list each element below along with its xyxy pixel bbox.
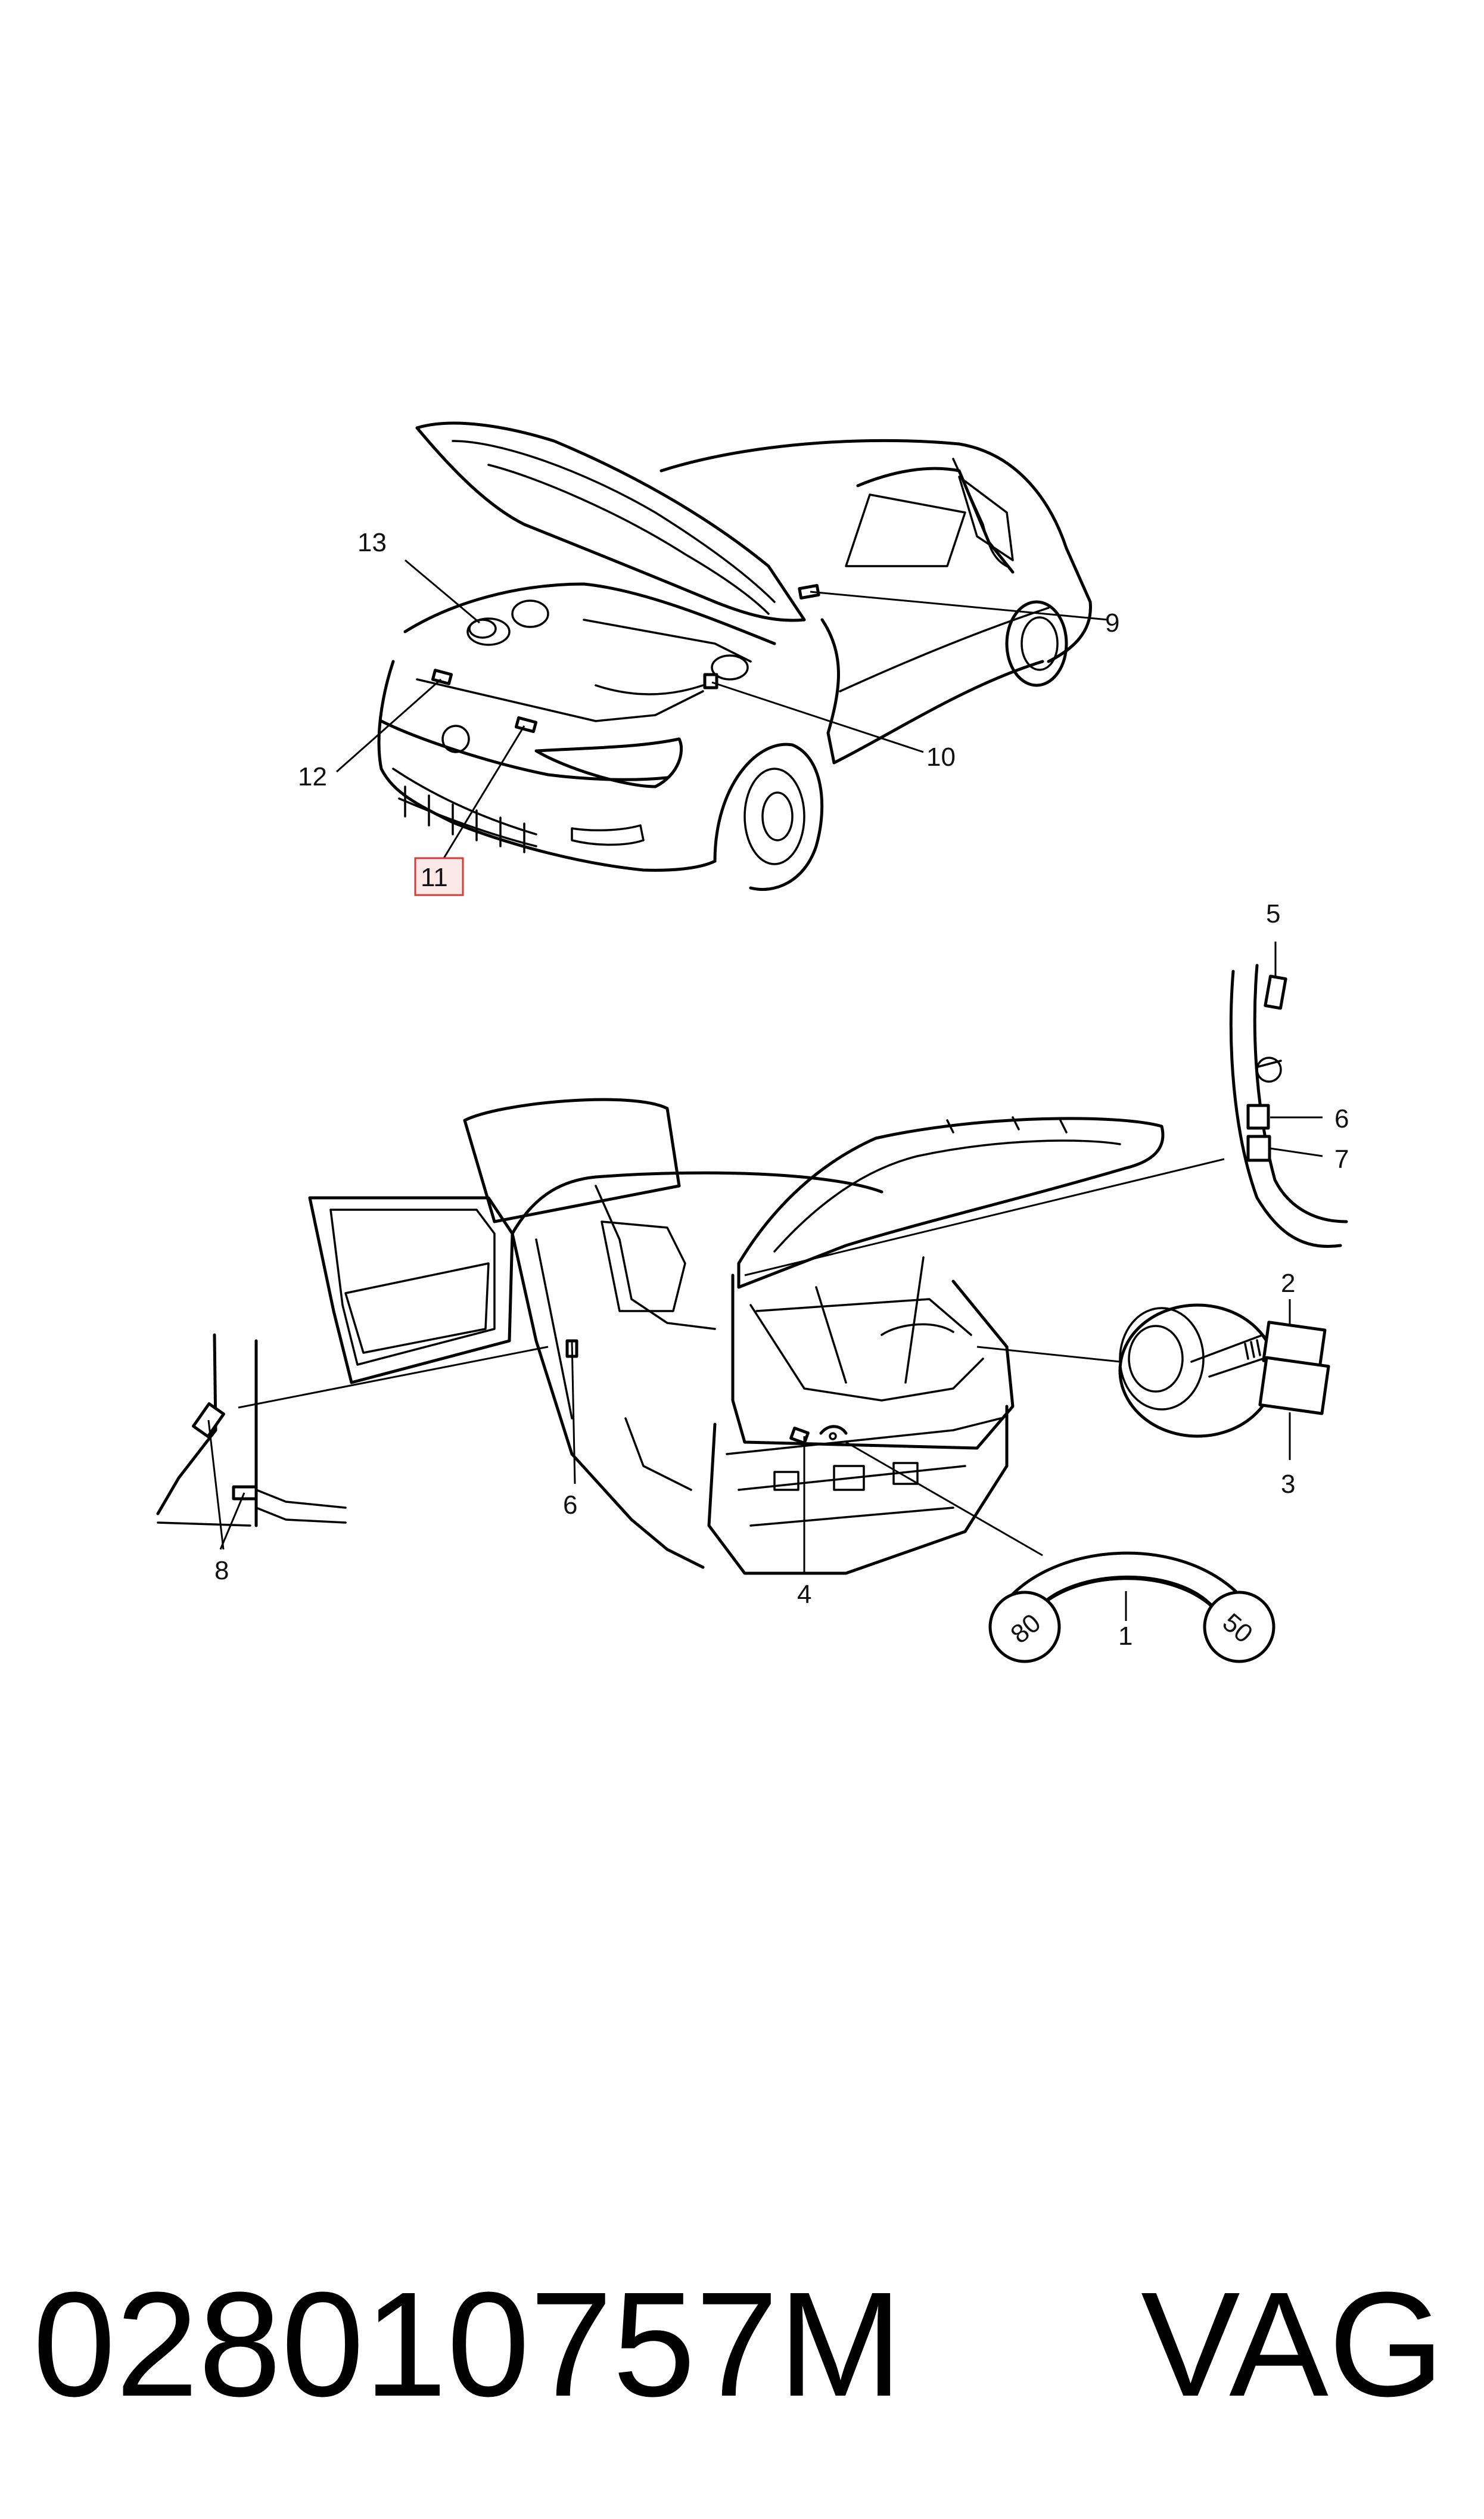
callout-11: 11	[421, 863, 448, 892]
callout-10: 10	[926, 743, 956, 772]
fuel-flap-detail	[1118, 1303, 1330, 1438]
callout-6-body: 6	[563, 1490, 577, 1520]
callout-7: 7	[1334, 1145, 1349, 1174]
c-pillar-detail	[1229, 964, 1348, 1248]
front-car-illustration	[377, 421, 1092, 891]
part-number: 028010757M	[33, 2261, 903, 2427]
bottom-leader-lines	[207, 942, 1323, 1621]
brand-label: VAG	[1141, 2261, 1444, 2427]
callout-5: 5	[1266, 899, 1280, 928]
callout-8: 8	[214, 1556, 229, 1585]
callout-2: 2	[1281, 1269, 1295, 1298]
callout-6-pillar: 6	[1334, 1104, 1349, 1133]
callout-4: 4	[797, 1580, 811, 1609]
callout-12: 12	[298, 762, 327, 791]
top-leader-lines	[336, 559, 1109, 859]
tyre-pressure-label	[988, 1551, 1275, 1663]
callout-9: 9	[1105, 608, 1119, 638]
callout-3: 3	[1281, 1470, 1295, 1499]
callout-1: 1	[1118, 1622, 1133, 1651]
b-pillar-detail	[156, 1333, 347, 1527]
rear-car-illustration	[308, 1098, 1165, 1575]
callout-11-highlight	[414, 857, 464, 896]
part-footer: 028010757M VAG	[33, 2261, 1444, 2427]
callout-13: 13	[357, 528, 387, 557]
